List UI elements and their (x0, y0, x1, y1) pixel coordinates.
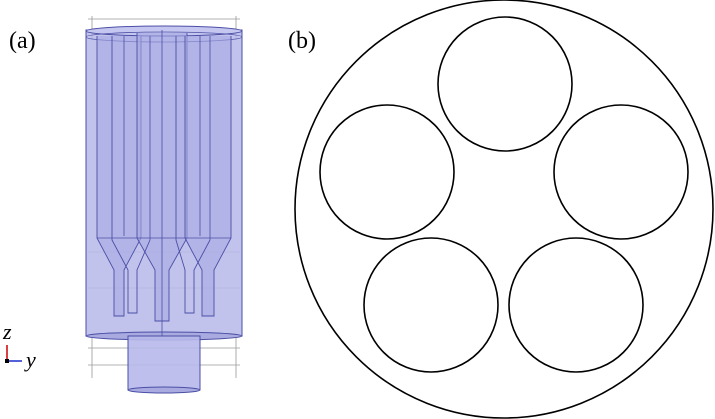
triad-origin (5, 359, 9, 363)
cross-section-view (294, 0, 714, 419)
outlet-pipe (127, 335, 201, 391)
internal-tubes (96, 33, 232, 322)
tube-lines (97, 30, 231, 336)
inner-circle-top (437, 16, 573, 152)
inner-circle-right (553, 104, 689, 240)
panel-label-a: (a) (9, 28, 36, 54)
axis-triad: z y (2, 319, 36, 372)
triad-y-label: y (24, 347, 36, 372)
triad-z-label: z (2, 319, 12, 344)
outer-circle (294, 0, 714, 419)
cylinder-3d-view (85, 16, 243, 394)
inner-circle-bottom-left (363, 237, 499, 373)
inner-circle-bottom-right (508, 237, 644, 373)
inner-circle-left (319, 104, 455, 240)
outlet-pipe-end (127, 386, 201, 394)
panel-label-b: (b) (288, 28, 316, 54)
